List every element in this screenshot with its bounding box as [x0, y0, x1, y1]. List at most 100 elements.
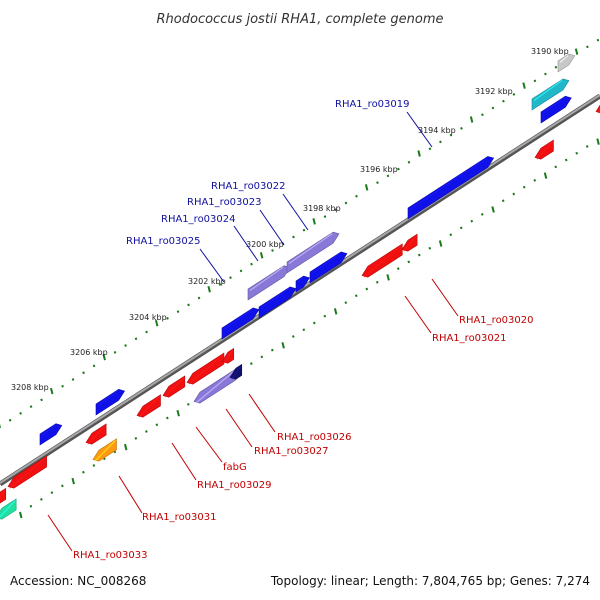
ruler-tick-reverse	[396, 267, 400, 271]
ruler-tick-forward	[29, 405, 33, 409]
gene-ro03020-arrow[interactable]	[401, 233, 418, 252]
gene-ro03029b-arrow[interactable]	[136, 394, 161, 418]
gene-ro03027f-arrow[interactable]	[221, 307, 260, 340]
ruler-tick-reverse	[491, 206, 495, 213]
ruler-tick-forward	[574, 48, 579, 55]
ruler-tick-reverse	[354, 294, 358, 298]
ruler-label: 3202 kbp	[188, 277, 226, 286]
ruler-tick-reverse	[543, 172, 548, 179]
ruler-label: 3192 kbp	[475, 87, 513, 96]
ruler-label: 3208 kbp	[11, 383, 49, 392]
ruler-tick-forward	[407, 160, 411, 164]
gene-label-ro03023[interactable]: RHA1_ro03023	[187, 197, 262, 208]
ruler-tick-reverse	[575, 151, 579, 155]
ruler-tick-reverse	[145, 430, 148, 433]
ruler-tick-forward	[544, 72, 547, 76]
gene-label-ro03019[interactable]: RHA1_ro03019	[335, 99, 410, 110]
gene-teal-arrow[interactable]	[0, 498, 17, 520]
label-connector	[47, 514, 73, 552]
ruler-tick-forward	[554, 65, 558, 69]
ruler-tick-forward	[71, 378, 75, 381]
gene-orange-arrow[interactable]	[92, 438, 117, 462]
gene-ro03033-arrow[interactable]	[7, 455, 47, 489]
gene-label-ro03025[interactable]: RHA1_ro03025	[126, 236, 201, 247]
ruler-tick-forward	[533, 79, 537, 83]
gene-ro03027r-arrow[interactable]	[221, 347, 235, 364]
gene-ro03029-arrow[interactable]	[162, 375, 186, 398]
ruler-tick-forward	[586, 45, 589, 49]
label-connector	[406, 111, 433, 148]
ruler-tick-reverse	[50, 491, 54, 495]
label-connector	[404, 295, 432, 334]
gene-ro03031-arrow[interactable]	[85, 423, 107, 445]
gene-ro03026f-arrow[interactable]	[258, 286, 297, 319]
gene-label-fabG[interactable]: fabG	[223, 462, 247, 473]
ruler-tick-reverse	[449, 233, 453, 237]
ruler-ticks-reverse	[19, 138, 600, 519]
ruler-tick-reverse	[29, 504, 33, 508]
ruler-tick-reverse	[249, 362, 253, 366]
ruler-tick-reverse	[176, 409, 180, 417]
gene-edge-red-arrow[interactable]	[595, 101, 600, 114]
ruler-tick-forward	[522, 82, 526, 89]
ruler-tick-forward	[82, 371, 85, 375]
ruler-tick-reverse	[428, 246, 432, 250]
ruler-tick-forward	[92, 364, 96, 368]
ruler-tick-reverse	[260, 355, 264, 359]
gene-label-ro03031[interactable]: RHA1_ro03031	[142, 512, 217, 523]
gene-ro03034-arrow[interactable]	[0, 487, 7, 504]
ruler-tick-forward	[154, 319, 159, 327]
ruler-label: 3200 kbp	[246, 240, 284, 249]
gene-features	[0, 53, 600, 520]
ruler-tick-reverse	[123, 443, 128, 451]
ruler-tick-forward	[512, 93, 516, 96]
gene-ro03018-arrow[interactable]	[540, 95, 572, 124]
gene-label-ro03026[interactable]: RHA1_ro03026	[277, 432, 352, 443]
ruler-tick-forward	[460, 126, 463, 130]
ruler-tick-reverse	[270, 348, 274, 352]
gene-grey-arrow[interactable]	[557, 53, 576, 73]
ruler-tick-forward	[218, 283, 222, 286]
gene-ro03024-arrow[interactable]	[295, 275, 310, 293]
ruler-tick-forward	[187, 303, 190, 307]
ruler-tick-reverse	[291, 335, 295, 338]
gene-label-ro03033[interactable]: RHA1_ro03033	[73, 550, 148, 561]
ruler-tick-reverse	[438, 240, 443, 247]
ruler-tick-forward	[312, 218, 316, 225]
ruler-tick-reverse	[61, 484, 64, 488]
gene-dark-arrow[interactable]	[229, 363, 243, 380]
ruler-tick-forward	[50, 387, 54, 395]
ruler-label: 3196 kbp	[360, 165, 398, 174]
ruler-tick-forward	[271, 249, 274, 252]
gene-label-ro03020[interactable]: RHA1_ro03020	[459, 315, 534, 326]
gene-cyan-arrow[interactable]	[531, 78, 570, 111]
ruler-tick-reverse	[417, 253, 421, 257]
ruler-tick-reverse	[533, 179, 537, 182]
gene-ro03022-arrow[interactable]	[286, 231, 340, 274]
gene-label-ro03021[interactable]: RHA1_ro03021	[432, 333, 507, 344]
ruler-tick-forward	[439, 140, 442, 144]
gene-ro03019-arrow[interactable]	[407, 156, 495, 220]
gene-label-ro03024[interactable]: RHA1_ro03024	[161, 214, 236, 225]
ruler-label: 3204 kbp	[129, 313, 167, 322]
gene-label-ro03027[interactable]: RHA1_ro03027	[254, 446, 329, 457]
ruler-tick-forward	[386, 174, 390, 178]
ruler-tick-forward	[364, 184, 369, 191]
gene-ro03032-arrow[interactable]	[39, 423, 63, 446]
ruler-tick-reverse	[596, 138, 600, 145]
gene-label-connectors	[47, 111, 459, 552]
ruler-tick-forward	[61, 384, 64, 388]
gene-label-ro03029[interactable]: RHA1_ro03029	[197, 480, 272, 491]
gene-ro03018r-arrow[interactable]	[534, 139, 554, 160]
ruler-tick-forward	[449, 133, 453, 137]
ruler-tick-forward	[334, 208, 337, 212]
gene-label-ro03022[interactable]: RHA1_ro03022	[211, 181, 286, 192]
ruler-tick-forward	[397, 167, 400, 171]
gene-ro03030-arrow[interactable]	[95, 389, 126, 416]
ruler-tick-forward	[145, 330, 148, 334]
ruler-tick-forward	[8, 418, 12, 422]
gene-ro03023-arrow[interactable]	[309, 251, 348, 284]
ruler-tick-reverse	[386, 274, 390, 281]
ruler-tick-forward	[40, 398, 43, 402]
